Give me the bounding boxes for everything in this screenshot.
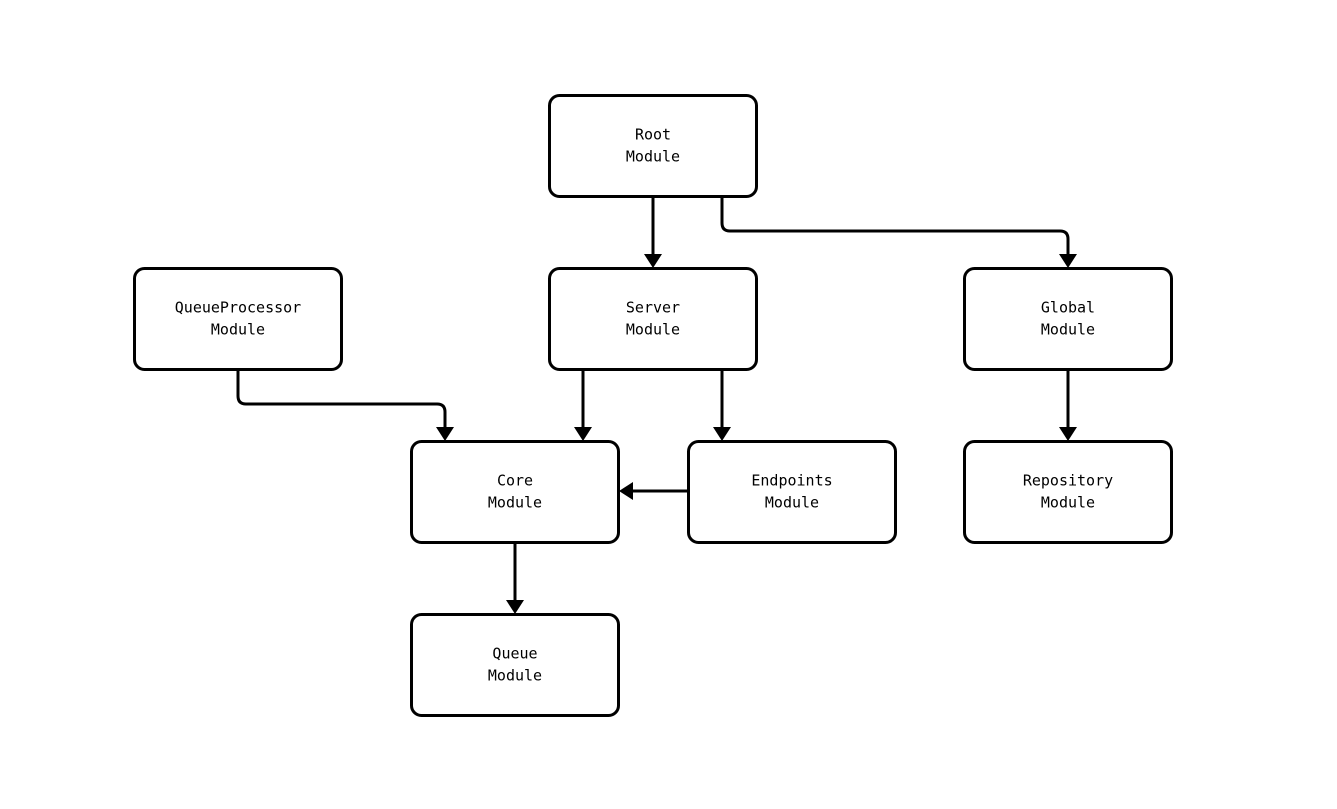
node-label-line1: Endpoints [751,472,832,490]
edge-arrowhead-icon [644,254,662,268]
node-label-line1: Root [635,126,671,144]
edge-server-to-core [574,371,592,441]
node-label-line2: Module [211,321,265,339]
edge-arrowhead-icon [506,600,524,614]
edge-queueprocessor-to-core [236,371,454,441]
edge-arrowhead-icon [574,427,592,441]
edge-root-to-server [644,198,662,268]
node-label-line2: Module [1041,494,1095,512]
node-label-line1: QueueProcessor [175,299,301,317]
node-box [410,440,620,544]
edge-line [720,198,1070,254]
edge-root-to-global [720,198,1077,268]
node-label-line2: Module [488,667,542,685]
node-box [133,267,343,371]
edge-arrowhead-icon [1059,254,1077,268]
node-box [548,267,758,371]
node-label-line1: Server [626,299,680,317]
node-label-line2: Module [488,494,542,512]
node-label-line1: Repository [1023,472,1113,490]
node-label-line2: Module [765,494,819,512]
node-label-line2: Module [1041,321,1095,339]
edge-endpoints-to-core [619,482,687,500]
node-box [687,440,897,544]
edge-line [236,371,447,427]
node-label-line2: Module [626,321,680,339]
edge-arrowhead-icon [1059,427,1077,441]
node-label-line2: Module [626,148,680,166]
edge-global-to-repository [1059,371,1077,441]
nodes-layer: RootModuleQueueProcessorModuleServerModu… [133,94,1173,717]
edges-layer [236,198,1077,614]
edge-arrowhead-icon [619,482,633,500]
edge-arrowhead-icon [713,427,731,441]
node-box [963,267,1173,371]
node-box [410,613,620,717]
node-box [548,94,758,198]
edge-server-to-endpoints [713,371,731,441]
node-box [963,440,1173,544]
edge-arrowhead-icon [436,427,454,441]
edge-core-to-queue [506,544,524,614]
node-label-line1: Global [1041,299,1095,317]
node-label-line1: Core [497,472,533,490]
node-label-line1: Queue [492,645,537,663]
